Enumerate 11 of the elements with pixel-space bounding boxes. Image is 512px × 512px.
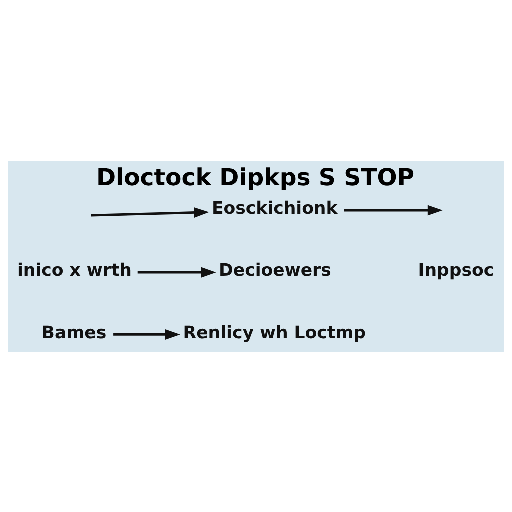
label: Inppsoc <box>418 260 494 281</box>
arrow <box>91 206 210 218</box>
node-text: inico x wrth <box>17 260 132 281</box>
node-text: Eosckichionk <box>212 198 338 219</box>
node-text: Decioewers <box>219 260 332 281</box>
node-text: Renlicy wh Loctmp <box>183 322 366 343</box>
diagram-title: Dloctock Dipkps S STOP <box>96 162 415 191</box>
arrow <box>114 328 180 340</box>
arrow <box>138 266 216 278</box>
node-text: Bames <box>42 322 107 343</box>
arrow <box>344 204 443 216</box>
